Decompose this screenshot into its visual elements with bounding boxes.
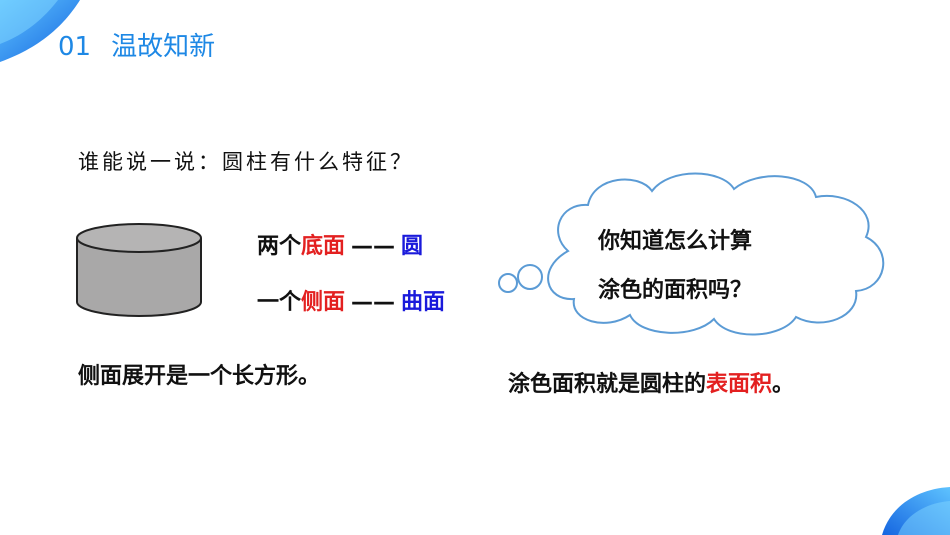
- answer-suffix: 。: [772, 372, 795, 397]
- feature-line-side: 一个侧面——曲面: [257, 284, 445, 316]
- section-number: 01: [58, 32, 92, 62]
- bubble-line-2: 涂色的面积吗？: [598, 278, 753, 303]
- bubble-line-1: 你知道怎么计算: [598, 229, 753, 254]
- feature-term-side: 侧面: [301, 290, 346, 315]
- feature-term-base: 底面: [301, 234, 346, 259]
- section-title: 温故知新: [111, 32, 216, 62]
- answer-highlight: 表面积: [706, 372, 773, 397]
- feature-prefix: 一个: [257, 290, 302, 315]
- feature-dash: ——: [351, 234, 396, 259]
- answer-prefix: 涂色面积就是圆柱的: [508, 372, 707, 397]
- corner-decoration-top-left: [0, 0, 80, 62]
- feature-prefix: 两个: [257, 234, 302, 259]
- thought-bubble-cloud: [498, 172, 885, 336]
- unfold-statement: 侧面展开是一个长方形。: [78, 364, 321, 389]
- thought-bubble-text: 你知道怎么计算 涂色的面积吗？: [598, 217, 752, 315]
- feature-line-base: 两个底面——圆: [257, 228, 423, 260]
- feature-value-circle: 圆: [401, 234, 424, 259]
- feature-dash: ——: [351, 290, 396, 315]
- feature-value-curved: 曲面: [401, 290, 446, 315]
- corner-decoration-bottom-right: [882, 487, 950, 535]
- section-header: 01 温故知新: [58, 26, 215, 63]
- cylinder-figure: [76, 223, 202, 317]
- question-text: 谁能说一说：圆柱有什么特征？: [78, 150, 414, 174]
- answer-statement: 涂色面积就是圆柱的表面积。: [508, 366, 794, 398]
